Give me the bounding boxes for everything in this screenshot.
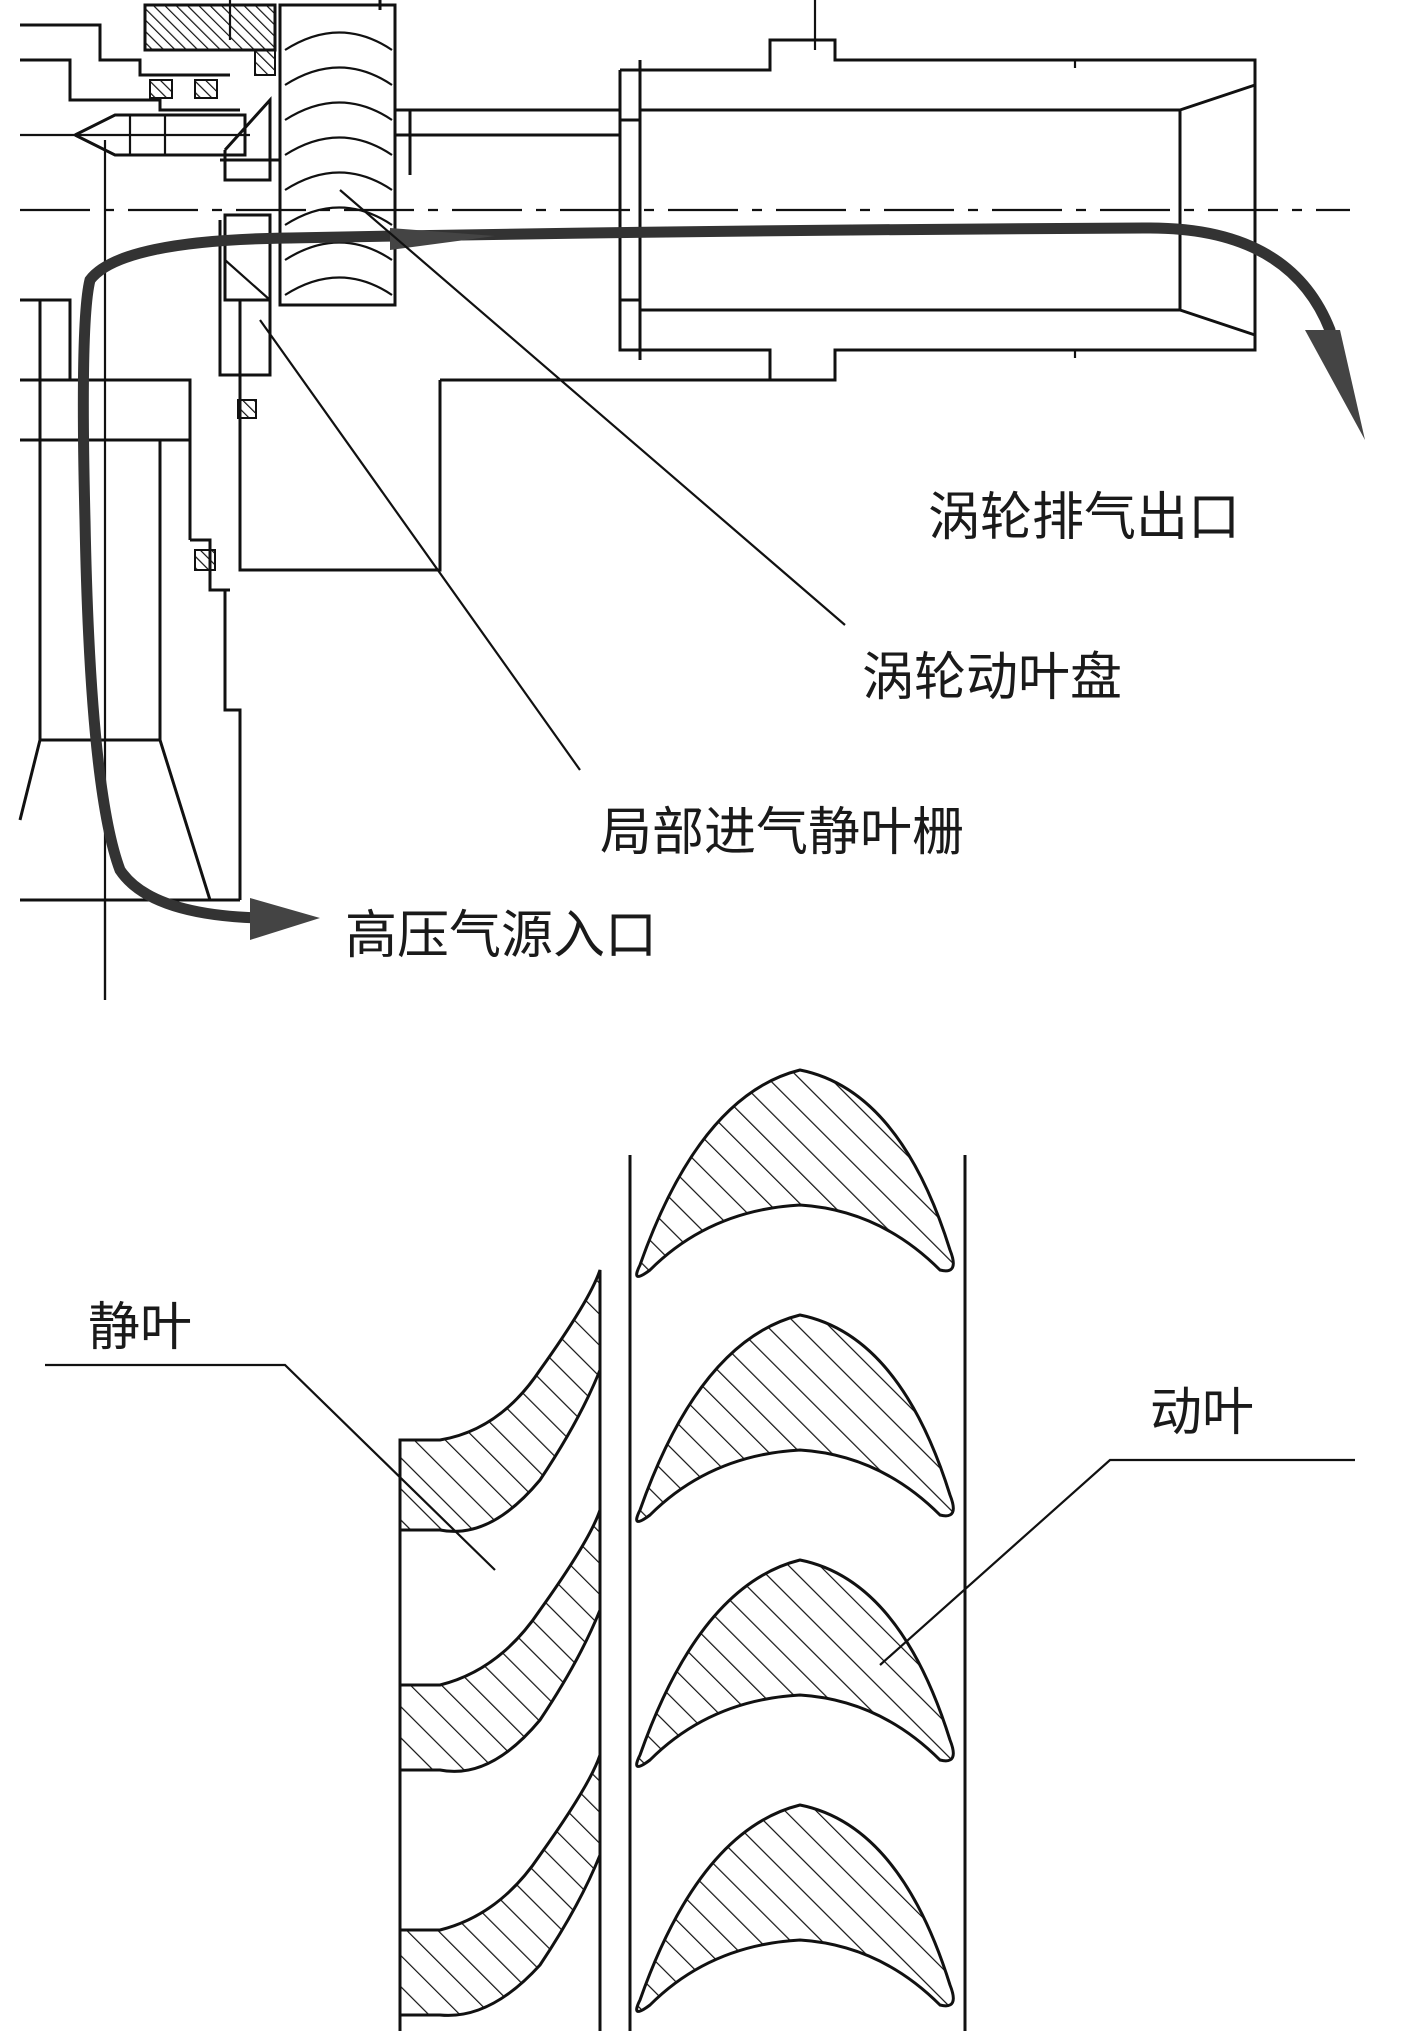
rotor-blades [635,1068,955,2013]
turbine-assembly-section [18,0,1365,1000]
label-stator-blade: 静叶 [88,1298,192,1358]
label-rotor-blade: 动叶 [1150,1383,1254,1443]
stator-blades [398,1269,602,2017]
blade-cascade-section [45,1068,1355,2031]
label-high-pressure-inlet: 高压气源入口 [345,906,657,966]
label-partial-admission-stator-cascade: 局部进气静叶栅 [600,803,964,863]
label-rotor-disk: 涡轮动叶盘 [862,648,1122,708]
label-exhaust-outlet: 涡轮排气出口 [928,488,1240,548]
